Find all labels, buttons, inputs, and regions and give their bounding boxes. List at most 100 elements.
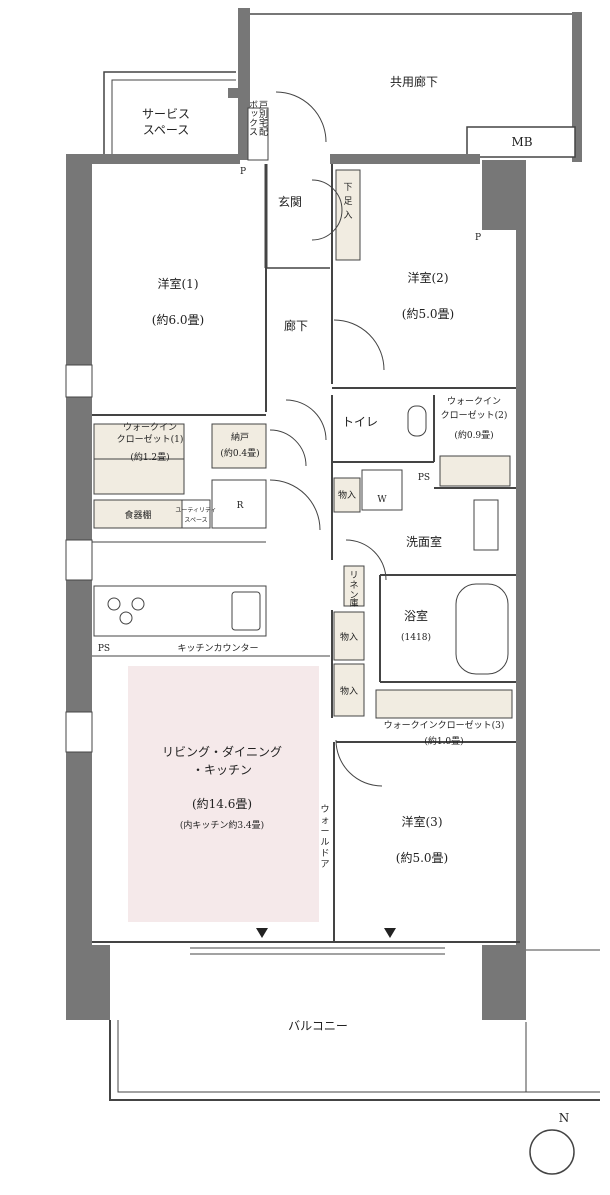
top-wall-right xyxy=(330,154,480,164)
wic3-box xyxy=(375,689,513,719)
right-outer-wall xyxy=(516,230,526,950)
top-wall-left xyxy=(66,154,240,164)
door-swing-ldk xyxy=(269,479,321,531)
door-swing-storage xyxy=(269,429,307,467)
sink-box xyxy=(231,591,261,631)
label-washroom: 洗面室 xyxy=(406,534,442,549)
corridor-column xyxy=(572,12,582,162)
label-shoe-1: 下 xyxy=(343,183,352,193)
label-ps-1: PS xyxy=(418,473,430,483)
label-bathroom-size: (1418) xyxy=(401,632,431,643)
label-ldk-2: ・キッチン xyxy=(192,763,252,777)
storage-small-3-box xyxy=(333,663,365,717)
cupboard-box xyxy=(93,499,183,529)
label-ldk-1: リビング・ダイニング xyxy=(162,744,282,759)
ldk-highlight xyxy=(128,666,319,922)
door-swing-entrance xyxy=(311,179,343,241)
label-room3-size: (約5.0畳) xyxy=(396,850,448,865)
label-wall-door-1: ウ xyxy=(320,804,329,815)
upper-wall-left xyxy=(238,8,250,160)
storage-box xyxy=(211,423,267,469)
label-room3-name: 洋室(3) xyxy=(402,814,443,829)
service-space-outline xyxy=(103,71,236,158)
label-entrance: 玄関 xyxy=(278,194,302,209)
stove-burner-1 xyxy=(107,597,121,611)
compass-circle xyxy=(529,1129,575,1175)
label-wic1-2: クローゼット(1) xyxy=(117,433,184,445)
label-room1-name: 洋室(1) xyxy=(158,276,199,291)
label-service-space-2: スペース xyxy=(143,123,190,137)
label-ps-2: PS xyxy=(98,644,110,654)
label-storage-name: 納戸 xyxy=(231,431,249,443)
service-space-inner xyxy=(111,79,236,158)
door-swing-delivery xyxy=(275,91,327,143)
label-room2-name: 洋室(2) xyxy=(408,270,449,285)
right-column-bottom xyxy=(482,945,526,1020)
label-bathroom-name: 浴室 xyxy=(404,608,428,623)
toilet-bowl xyxy=(407,405,427,437)
label-mb: MB xyxy=(511,135,532,149)
label-ldk-note: (内キッチン約3.4畳) xyxy=(180,819,264,831)
stove-burner-3 xyxy=(119,611,133,625)
label-service-space-1: サービス xyxy=(142,107,190,121)
bathtub xyxy=(455,583,509,675)
label-cupboard: 食器棚 xyxy=(124,509,151,521)
label-linen-4: 庫 xyxy=(349,597,358,609)
mb-box xyxy=(466,126,576,158)
door-swing-room1 xyxy=(285,399,327,441)
balcony-inner xyxy=(117,1020,600,1093)
compass-needle-icon xyxy=(548,1124,564,1180)
label-wall-door-5: ド xyxy=(320,849,329,859)
label-wic3-name: ウォークインクローゼット(3) xyxy=(384,719,505,731)
left-window-1 xyxy=(65,364,93,398)
label-storage-small-3: 物入 xyxy=(340,685,358,697)
linen-box xyxy=(343,565,365,607)
label-balcony: バルコニー xyxy=(288,1019,348,1033)
label-wic1-size: (約1.2畳) xyxy=(130,451,169,463)
label-shoe-2: 足 xyxy=(343,196,352,207)
label-storage-small-1: 物入 xyxy=(338,489,356,501)
label-wic3-size: (約1.0畳) xyxy=(424,735,463,747)
label-delivery-col1: 戸別宅配 xyxy=(257,100,268,137)
door-swing-wash xyxy=(345,539,387,581)
label-room1-size: (約6.0畳) xyxy=(152,312,204,327)
label-p-2: P xyxy=(475,233,481,243)
label-storage-size: (約0.4畳) xyxy=(220,447,259,459)
label-utility-1: ユーティリティ xyxy=(175,507,216,514)
label-wic2-1: ウォークイン xyxy=(447,396,501,407)
label-ldk-size: (約14.6畳) xyxy=(192,796,252,811)
label-wall-door-2: ォ xyxy=(320,816,329,826)
label-washer: W xyxy=(377,495,387,505)
right-column-top xyxy=(482,160,526,230)
label-common-corridor: 共用廊下 xyxy=(390,74,438,89)
storage-small-2-box xyxy=(333,611,365,661)
window-marker-ldk xyxy=(256,928,268,938)
door-swing-room2 xyxy=(333,319,385,371)
door-swing-room3 xyxy=(335,739,383,787)
window-marker-room3 xyxy=(384,928,396,938)
balcony-outline xyxy=(109,1020,600,1101)
label-toilet: トイレ xyxy=(342,415,378,429)
label-hallway: 廊下 xyxy=(284,318,308,333)
left-column-bottom xyxy=(66,945,110,1020)
stove-burner-2 xyxy=(131,597,145,611)
shoe-closet-box xyxy=(335,169,361,261)
label-north: N xyxy=(559,1111,570,1125)
utility-box xyxy=(181,499,211,529)
upper-wall-notch xyxy=(228,88,248,98)
label-linen-3: ン xyxy=(349,591,358,601)
label-refrigerator: R xyxy=(237,501,244,511)
label-delivery-col2: ボックス xyxy=(247,100,258,136)
label-linen-2: ネ xyxy=(349,580,358,591)
label-wic1-1: ウォークイン xyxy=(123,422,177,433)
wic2-box xyxy=(439,455,511,487)
label-shoe-3: 入 xyxy=(343,210,352,221)
fridge-box xyxy=(211,479,267,529)
label-wic2-2: クローゼット(2) xyxy=(441,409,508,421)
storage-small-1-box xyxy=(333,477,361,513)
delivery-box-outline xyxy=(247,107,269,161)
label-p-1: P xyxy=(240,167,246,177)
left-window-2 xyxy=(65,539,93,581)
label-wic2-size: (約0.9畳) xyxy=(454,429,493,441)
